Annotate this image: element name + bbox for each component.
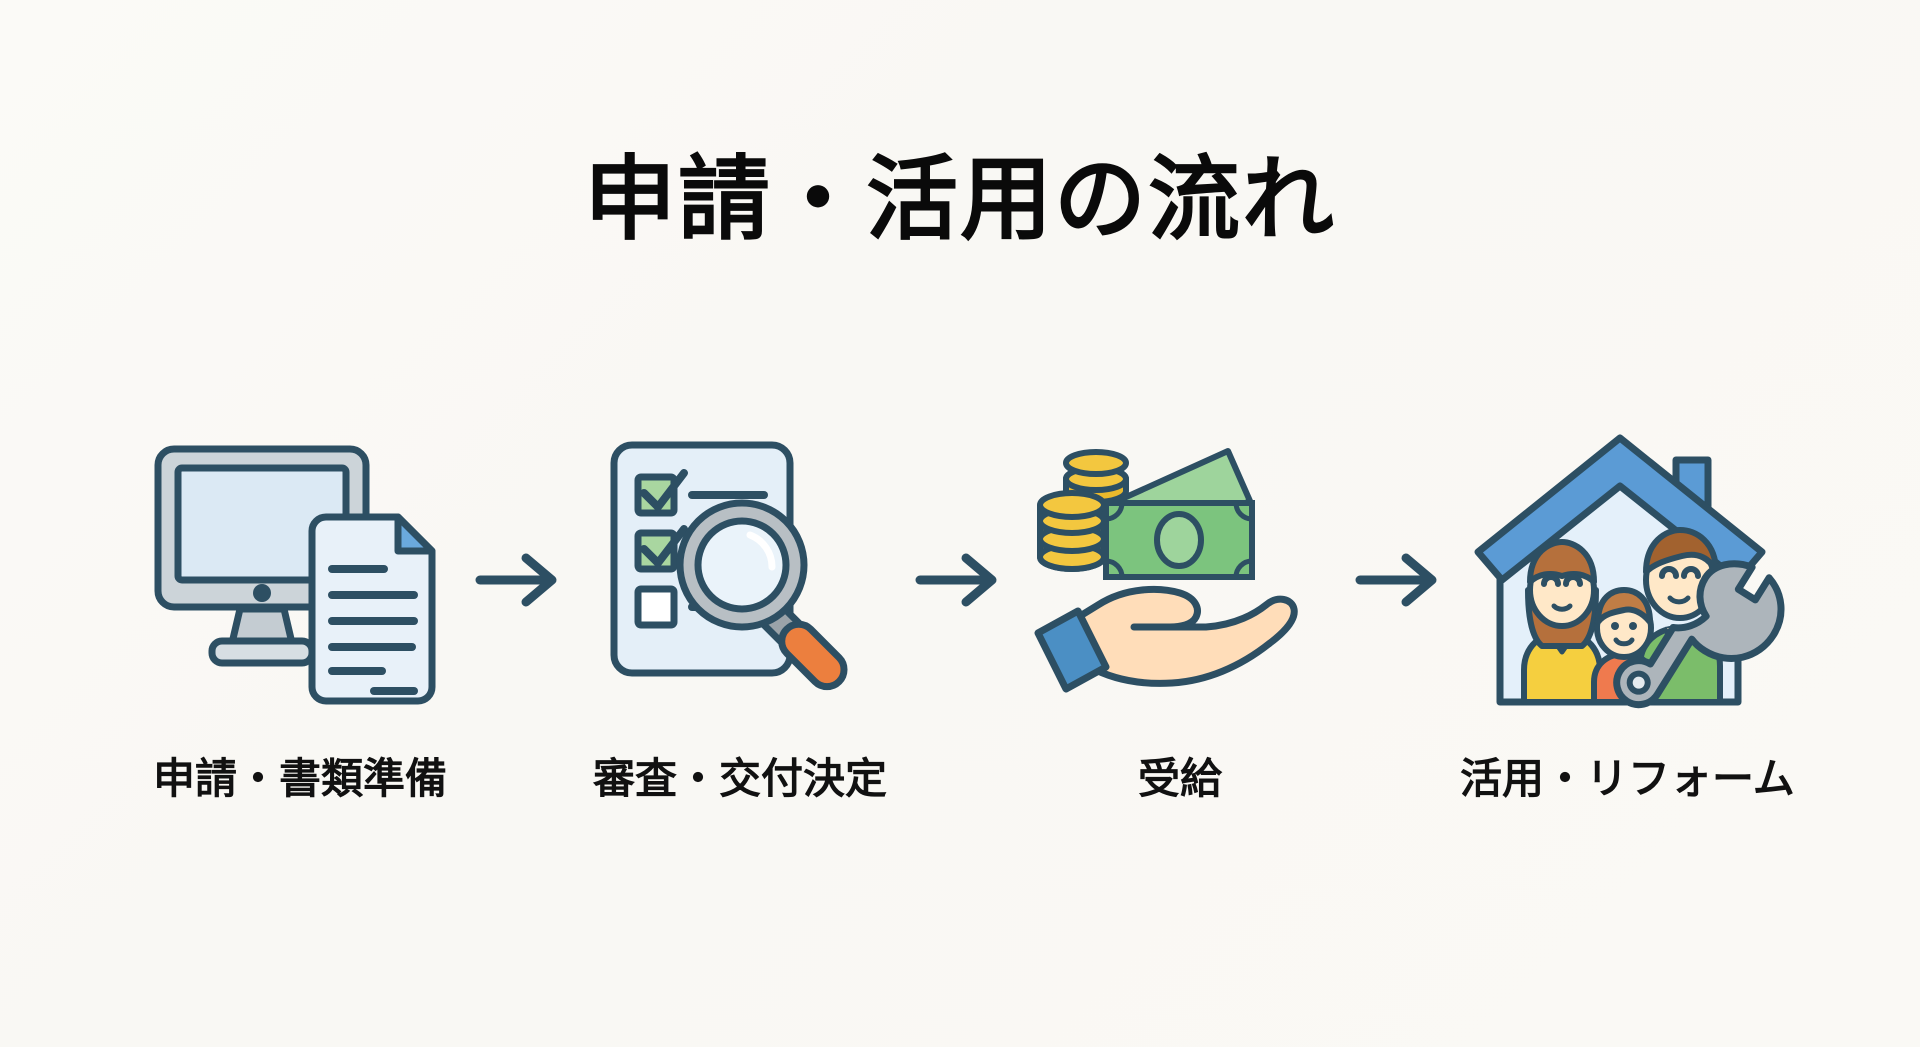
step-4-icon-container [1460, 430, 1785, 730]
step-3-icon-container [1020, 430, 1340, 730]
step-1-label: 申請・書類準備 [152, 753, 447, 803]
hand-money-icon [1034, 448, 1298, 693]
house-family-wrench-icon [1474, 434, 1785, 709]
process-flow-diagram [0, 410, 1920, 750]
arrow-1 [460, 540, 580, 620]
right-arrow-icon [475, 553, 557, 607]
step-1-icon-container [140, 430, 460, 730]
step-2-icon-container [580, 430, 900, 730]
step-3-label: 受給 [1137, 753, 1222, 803]
page-title: 申請・活用の流れ [583, 146, 1336, 253]
arrow-2 [900, 540, 1020, 620]
step-4-label: 活用・リフォーム [1460, 753, 1795, 803]
monitor-document-icon [154, 445, 436, 705]
arrow-3 [1340, 540, 1460, 620]
step-labels-row: 申請・書類準備 審査・交付決定 受給 活用・リフォーム [0, 735, 1920, 815]
right-arrow-icon [1355, 553, 1437, 607]
right-arrow-icon [915, 553, 997, 607]
clipboard-magnifier-icon [610, 441, 848, 691]
step-2-label: 審査・交付決定 [592, 753, 887, 803]
